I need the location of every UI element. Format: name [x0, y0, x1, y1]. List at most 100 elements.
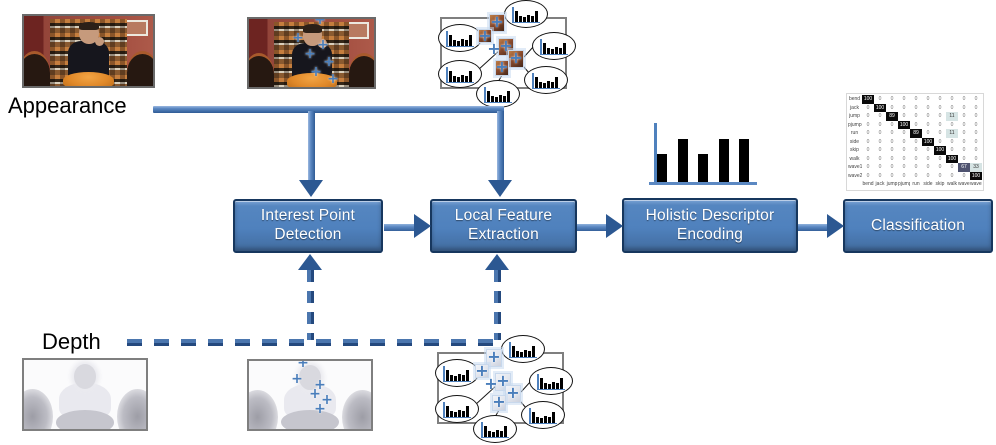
person-head [79, 21, 100, 44]
histogram-bar [512, 345, 515, 357]
classification-box: Classification [843, 199, 993, 253]
matrix-cell: 0 [922, 103, 934, 112]
local-feature-histogram [443, 366, 473, 382]
histogram-bar [548, 383, 551, 389]
histogram-bar [544, 415, 547, 423]
interest-point-marker: + [314, 377, 326, 393]
histogram-bar [466, 405, 469, 417]
matrix-cell: 0 [934, 112, 946, 121]
matrix-cell: 0 [922, 129, 934, 138]
histogram-bar [551, 48, 554, 54]
histogram-bar [535, 76, 538, 88]
person-body [67, 41, 110, 78]
matrix-cell: 0 [898, 146, 910, 155]
interest-point-marker: + [495, 57, 509, 76]
local-feature-ellipse [438, 24, 482, 52]
local-feature-extraction-box: Local Feature Extraction [430, 199, 577, 253]
local-feature-histogram [446, 67, 476, 83]
histogram-bar [552, 381, 555, 389]
histogram-x-axis [649, 182, 757, 185]
histogram-bar [535, 10, 538, 22]
matrix-cell: 0 [946, 103, 958, 112]
histogram-axis [443, 366, 445, 381]
histogram-axis [512, 7, 514, 22]
histogram-axis [446, 31, 448, 46]
depth-chair-arm-right [341, 389, 371, 429]
matrix-cell: 0 [922, 171, 934, 180]
matrix-cell: 0 [910, 120, 922, 129]
matrix-cell: 0 [946, 146, 958, 155]
depth-video-frame [22, 358, 148, 431]
feature-patch-thumbnail [489, 14, 505, 32]
histogram-bar [450, 374, 453, 381]
box-label-line: Interest Point [260, 207, 356, 225]
matrix-cell: 0 [886, 129, 898, 138]
interest-point-marker: + [492, 392, 506, 411]
matrix-cell: 0 [958, 103, 970, 112]
arrow-shaft [494, 270, 501, 340]
interest-point-marker: + [475, 361, 489, 380]
matrix-cell: 0 [862, 103, 874, 112]
histogram-bar [458, 373, 461, 381]
matrix-cell: 0 [922, 112, 934, 121]
depth-to-interest-point-arrow [298, 254, 322, 340]
person-head [302, 24, 322, 47]
histogram-bar [539, 81, 542, 88]
histogram-bar [547, 47, 550, 54]
matrix-cell: 0 [946, 163, 958, 172]
histogram-bar [548, 416, 551, 423]
matrix-cell: 0 [934, 137, 946, 146]
room-scene [249, 19, 374, 87]
interest-point-marker: + [509, 48, 523, 67]
box-label-line: Encoding [676, 225, 744, 243]
matrix-cell: 0 [874, 163, 886, 172]
histogram-bar [540, 377, 543, 389]
matrix-cell: 11 [946, 129, 958, 138]
matrix-cell: 0 [958, 146, 970, 155]
matrix-cell: 0 [970, 146, 982, 155]
histogram-axis [537, 374, 539, 389]
matrix-col-label: walk [946, 181, 957, 187]
matrix-cell: 0 [946, 95, 958, 104]
matrix-row-label: run [850, 130, 859, 136]
matrix-cell: 0 [910, 95, 922, 104]
histogram-bar [540, 417, 543, 423]
arrow-local-to-holistic [577, 214, 623, 238]
histogram-y-axis [654, 123, 657, 184]
local-feature-histogram [537, 374, 567, 390]
histogram-bar [560, 377, 563, 389]
histogram-bar [555, 46, 558, 54]
matrix-cell: 0 [946, 120, 958, 129]
matrix-cell: 0 [898, 163, 910, 172]
histogram-bar [461, 38, 464, 46]
matrix-cell: 0 [934, 129, 946, 138]
histogram-bar [563, 42, 566, 54]
interest-point-marker: + [327, 71, 339, 87]
histogram-bar [484, 425, 487, 437]
matrix-cell: 0 [898, 103, 910, 112]
matrix-cell: 0 [874, 95, 886, 104]
histogram-bar [446, 405, 449, 417]
feature-patch-thumbnail [478, 29, 492, 43]
arrow-head-icon [414, 214, 431, 238]
histogram-bar [536, 416, 539, 423]
appearance-to-local-feature-arrow [488, 111, 512, 197]
histogram-axis [540, 39, 542, 54]
matrix-row-label: skip [850, 147, 859, 153]
matrix-cell: 0 [970, 129, 982, 138]
matrix-cell: 89 [886, 112, 898, 121]
matrix-cell: 0 [862, 112, 874, 121]
histogram-bar [462, 410, 465, 417]
histogram-bar [718, 139, 729, 182]
histogram-bar [446, 369, 449, 381]
matrix-row-label: wave1 [848, 164, 862, 170]
histogram-bar [527, 14, 530, 22]
interest-point-marker: + [292, 30, 304, 46]
interest-point-marker: + [297, 359, 309, 371]
room-scene [24, 16, 153, 86]
histogram-bar [466, 369, 469, 381]
matrix-cell: 0 [934, 120, 946, 129]
depth-scene [249, 361, 371, 429]
local-feature-ellipse [435, 395, 479, 423]
histogram-bar [469, 70, 472, 82]
